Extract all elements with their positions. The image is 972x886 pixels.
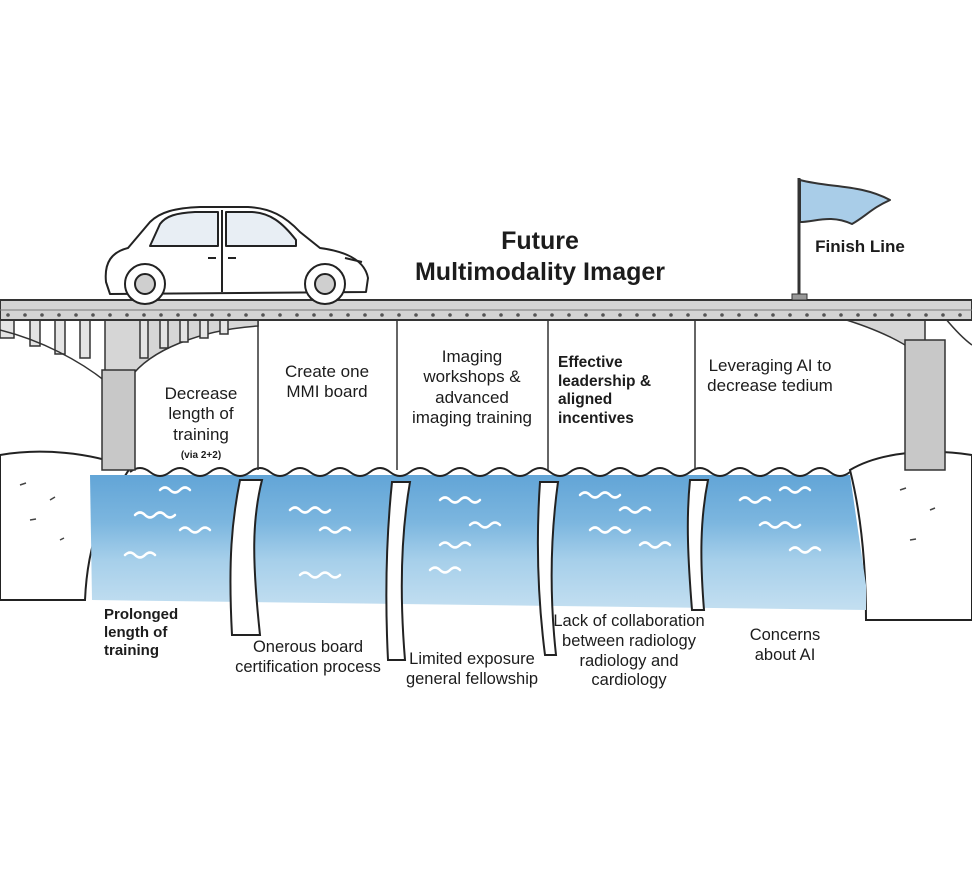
deck-rivet (159, 313, 163, 317)
deck-rivet (74, 313, 78, 317)
deck-rivet (941, 313, 945, 317)
deck-rivet (210, 313, 214, 317)
right-arch (839, 317, 972, 471)
deck-rivet (193, 313, 197, 317)
deck-rivet (6, 313, 10, 317)
deck-rivet (516, 313, 520, 317)
deck-rivet (890, 313, 894, 317)
title-line-1: Future (501, 227, 579, 255)
deck-rivet (652, 313, 656, 317)
right-riverbank (848, 450, 972, 621)
deck-rivet (550, 313, 554, 317)
deck-rivet (754, 313, 758, 317)
pillar-label-leadership: Effective leadership & aligned incentive… (558, 354, 652, 427)
deck-rivet (856, 313, 860, 317)
deck-rivet (720, 313, 724, 317)
deck-rivet (907, 313, 911, 317)
deck-rivet (924, 313, 928, 317)
deck-rivet (244, 313, 248, 317)
deck-rivet (686, 313, 690, 317)
left-arch (0, 317, 259, 471)
deck-rivet (567, 313, 571, 317)
deck-rivet (23, 313, 27, 317)
deck-rivet (414, 313, 418, 317)
bridge-deck (0, 299, 972, 321)
deck-rivet (635, 313, 639, 317)
car-illustration (104, 206, 369, 305)
deck-rivet (822, 313, 826, 317)
pillar-label-decrease-training: Decrease length of training (via 2+2) (146, 384, 256, 462)
deck-rivet (584, 313, 588, 317)
deck-rivet (329, 313, 333, 317)
deck-rivet (363, 313, 367, 317)
deck-rivet (312, 313, 316, 317)
deck-rivet (91, 313, 95, 317)
deck-rivet (176, 313, 180, 317)
deck-rivet (873, 313, 877, 317)
river-water (90, 467, 866, 661)
deck-rivet (108, 313, 112, 317)
deck-rivet (431, 313, 435, 317)
deck-rivet (618, 313, 622, 317)
deck-rivet (601, 313, 605, 317)
pillar-label-leveraging-ai: Leveraging AI to decrease tedium (707, 356, 833, 396)
deck-rivet (448, 313, 452, 317)
deck-rivet (533, 313, 537, 317)
finish-flag (791, 178, 891, 301)
finish-line-label: Finish Line (815, 237, 905, 256)
deck-rivet (57, 313, 61, 317)
deck-rivet (397, 313, 401, 317)
diagram-title: Future Multimodality Imager (360, 226, 720, 289)
deck-rivet (346, 313, 350, 317)
obstacle-label-limited-exposure: Limited exposure general fellowship (405, 650, 539, 688)
deck-rivet (805, 313, 809, 317)
deck-rivet (499, 313, 503, 317)
deck-rivet (737, 313, 741, 317)
deck-rivet (703, 313, 707, 317)
deck-rivet (278, 313, 282, 317)
pillar-label-text: Decrease length of training (164, 384, 238, 444)
title-line-2: Multimodality Imager (414, 258, 666, 287)
obstacle-label-board-certification: Onerous board certification process (235, 638, 381, 676)
deck-rivet (380, 313, 384, 317)
deck-rivet (482, 313, 486, 317)
pillar-label-imaging-workshops: Imaging workshops & advanced imaging tra… (411, 347, 532, 428)
deck-rivet (125, 313, 129, 317)
deck-rivet (771, 313, 775, 317)
deck-rivet (227, 313, 231, 317)
deck-rivet (839, 313, 843, 317)
deck-rivet (465, 313, 469, 317)
bridge-pillars (257, 318, 696, 470)
obstacle-label-concerns-ai: Concerns about AI (749, 626, 821, 664)
obstacle-label-prolonged-training: Prolonged length of training (104, 606, 179, 659)
pillar-note: (via 2+2) (180, 450, 222, 462)
deck-rivet (40, 313, 44, 317)
deck-rivet (788, 313, 792, 317)
deck-rivet (142, 313, 146, 317)
deck-rivet (958, 313, 962, 317)
deck-rivet (295, 313, 299, 317)
deck-rivet (669, 313, 673, 317)
obstacle-label-lack-collaboration: Lack of collaboration between radiology … (553, 612, 705, 690)
pillar-label-mmi-board: Create one MMI board (284, 362, 370, 402)
deck-rivet (261, 313, 265, 317)
